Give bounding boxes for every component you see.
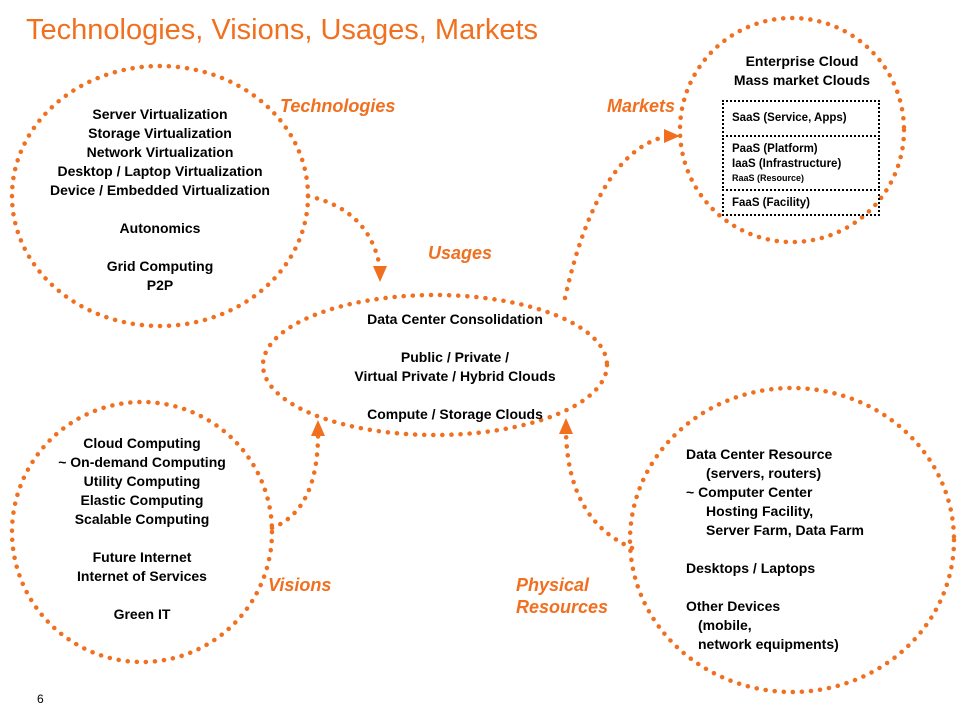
arrowhead-markets [664, 129, 680, 143]
visions-item: Green IT [113, 606, 171, 622]
technologies-item: Server Virtualization [92, 106, 228, 122]
usages-to-markets-arrow [562, 133, 671, 301]
saas-label: SaaS (Service, Apps) [732, 112, 847, 124]
physical-circle [627, 385, 957, 695]
technologies-item [20, 238, 300, 257]
visions-item [12, 529, 272, 548]
visions-list: Cloud Computing ~ On-demand Computing Ut… [12, 434, 272, 624]
technologies-item: Storage Virtualization [88, 125, 232, 141]
physical-resources-list: Data Center Resource (servers, routers) … [686, 445, 916, 654]
markets-title-line1: Enterprise Cloud [745, 53, 859, 69]
physical-item: ~ Computer Center [686, 484, 813, 500]
physical-item [686, 540, 916, 559]
physical-item: Data Center Resource [686, 446, 833, 462]
label-usages: Usages [428, 243, 493, 263]
arrowhead-technologies [373, 266, 387, 282]
usages-item: Virtual Private / Hybrid Clouds [354, 368, 556, 384]
paas-iaas-box: PaaS (Platform) IaaS (Infrastructure) Ra… [722, 135, 880, 191]
physical-item: network equipments) [698, 636, 839, 652]
technologies-to-usages-arrow [305, 193, 383, 271]
slide-title: Technologies, Visions, Usages, Markets [26, 14, 539, 46]
faas-box: FaaS (Facility) [722, 189, 880, 216]
technologies-item: Grid Computing [106, 258, 214, 274]
arrowhead-physical [559, 418, 573, 434]
markets-title: Enterprise Cloud Mass market Clouds [702, 52, 902, 90]
visions-item: Utility Computing [83, 473, 201, 489]
usages-item: Compute / Storage Clouds [367, 406, 543, 422]
visions-item: Scalable Computing [74, 511, 210, 527]
physical-item: Desktops / Laptops [686, 560, 816, 576]
physical-item: Hosting Facility, [706, 503, 814, 519]
usages-item [300, 386, 610, 405]
physical-item: Other Devices [686, 598, 781, 614]
raas-label: RaaS (Resource) [732, 173, 805, 183]
iaas-label: IaaS (Infrastructure) [732, 158, 842, 170]
page-number: 6 [37, 692, 44, 706]
label-technologies: Technologies [280, 96, 396, 116]
usages-list: Data Center Consolidation Public / Priva… [300, 310, 610, 424]
physical-item: (servers, routers) [706, 465, 822, 481]
label-physical-line1: Physical [516, 575, 590, 595]
visions-item: ~ On-demand Computing [58, 454, 226, 470]
technologies-list: Server Virtualization Storage Virtualiza… [20, 105, 300, 295]
usages-item: Data Center Consolidation [367, 311, 543, 327]
saas-box: SaaS (Service, Apps) [722, 100, 880, 137]
usages-item: Public / Private / [400, 349, 510, 365]
technologies-item [20, 200, 300, 219]
visions-item: Cloud Computing [83, 435, 201, 451]
technologies-item: Network Virtualization [86, 144, 234, 160]
visions-to-usages-arrow [269, 431, 321, 531]
physical-item: (mobile, [698, 617, 752, 633]
visions-circle [9, 399, 275, 665]
technologies-item: Desktop / Laptop Virtualization [57, 163, 263, 179]
markets-circle [677, 15, 907, 245]
visions-item: Internet of Services [77, 568, 207, 584]
usages-item [300, 329, 610, 348]
physical-item: Server Farm, Data Farm [706, 522, 864, 538]
label-markets: Markets [607, 96, 676, 116]
technologies-item: P2P [146, 277, 174, 293]
label-physical-resources: Physical Resources [516, 574, 608, 618]
physical-item [686, 578, 916, 597]
technologies-item: Device / Embedded Virtualization [50, 182, 270, 198]
markets-title-line2: Mass market Clouds [733, 72, 871, 88]
label-visions: Visions [268, 575, 332, 595]
label-physical-line2: Resources [516, 597, 609, 617]
visions-item [12, 586, 272, 605]
physical-to-usages-arrow [563, 429, 635, 551]
visions-item: Future Internet [92, 549, 192, 565]
usages-ellipse [260, 292, 610, 438]
faas-label: FaaS (Facility) [732, 197, 810, 209]
visions-item: Elastic Computing [80, 492, 204, 508]
technologies-item: Autonomics [119, 220, 201, 236]
arrowhead-visions [311, 420, 325, 436]
paas-label: PaaS (Platform) [732, 143, 818, 155]
